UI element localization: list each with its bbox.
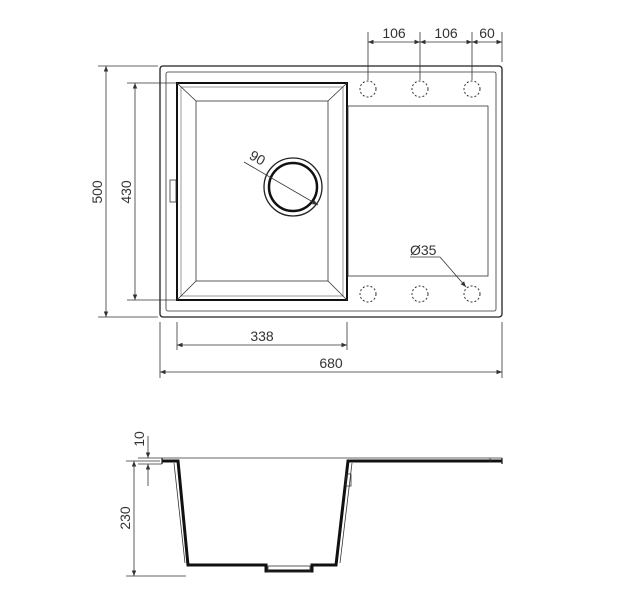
dim-overall-height: 500 bbox=[89, 180, 105, 204]
overflow-slot bbox=[169, 179, 177, 203]
dim-tap-hole-diameter: Ø35 bbox=[410, 242, 437, 258]
dim-bowl-height: 430 bbox=[118, 180, 134, 204]
section-profile bbox=[162, 459, 502, 573]
section-view: 10 230 bbox=[117, 431, 503, 577]
bowl bbox=[176, 82, 348, 301]
drain-diameter-dimension: 90 bbox=[243, 147, 319, 206]
dim-hole-spacing-2: 106 bbox=[434, 25, 458, 41]
tap-holes bbox=[359, 80, 481, 303]
sink-outline bbox=[159, 65, 503, 318]
overall-width-dimension: 680 bbox=[159, 322, 503, 378]
drainboard bbox=[347, 105, 489, 277]
bowl-width-dimension: 338 bbox=[176, 322, 348, 350]
section-overflow-port bbox=[345, 473, 352, 487]
dim-hole-edge-offset: 60 bbox=[479, 25, 495, 41]
top-hole-dimensions: 106 106 60 bbox=[367, 25, 503, 80]
overall-height-dimension: 500 bbox=[89, 65, 158, 318]
bowl-height-dimension: 430 bbox=[118, 82, 176, 301]
tap-hole-diameter-dimension: Ø35 bbox=[410, 242, 467, 288]
dim-bowl-depth: 230 bbox=[117, 506, 133, 530]
tap-hole bbox=[411, 80, 429, 98]
bowl-depth-dimension: 230 bbox=[117, 460, 186, 577]
dim-drain-diameter: 90 bbox=[247, 147, 269, 169]
sink-inner-rim bbox=[165, 71, 497, 312]
tap-hole bbox=[463, 285, 481, 303]
dim-overall-width: 680 bbox=[319, 355, 343, 371]
tap-hole bbox=[463, 80, 481, 98]
dim-rim-thickness: 10 bbox=[131, 431, 147, 447]
section-drain-fitting bbox=[267, 565, 311, 573]
top-view: 106 106 60 500 430 90 Ø35 bbox=[89, 25, 503, 378]
rim-thickness-dimension: 10 bbox=[131, 431, 162, 486]
dim-hole-spacing-1: 106 bbox=[382, 25, 406, 41]
drain bbox=[263, 157, 323, 217]
tap-hole bbox=[359, 285, 377, 303]
tap-hole bbox=[359, 80, 377, 98]
tap-hole bbox=[411, 285, 429, 303]
dim-bowl-width: 338 bbox=[250, 328, 274, 344]
